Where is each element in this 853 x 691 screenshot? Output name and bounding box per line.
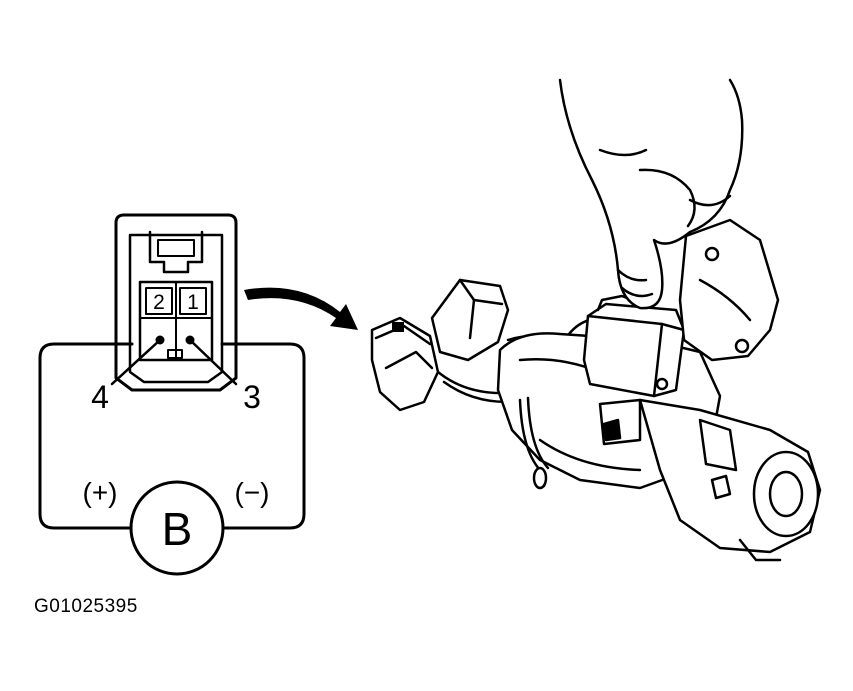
pin-label-2: 2 (153, 291, 165, 314)
battery-positive-label: (+) (83, 477, 118, 508)
figure-id: G01025395 (34, 596, 138, 617)
leader-line-4 (110, 338, 162, 386)
battery-negative-label: (−) (235, 477, 270, 508)
terminal-label-4: 4 (91, 379, 109, 415)
connector-face (114, 213, 238, 392)
terminal-label-3: 3 (243, 379, 261, 415)
curved-arrow-icon (244, 287, 358, 330)
battery-symbol (129, 480, 225, 576)
ignition-switch-assembly-illustration (370, 78, 822, 562)
battery-label: B (162, 503, 193, 555)
pin-label-1: 1 (187, 291, 199, 314)
leader-line-3 (188, 338, 238, 386)
test-circuit-wire (38, 342, 306, 530)
